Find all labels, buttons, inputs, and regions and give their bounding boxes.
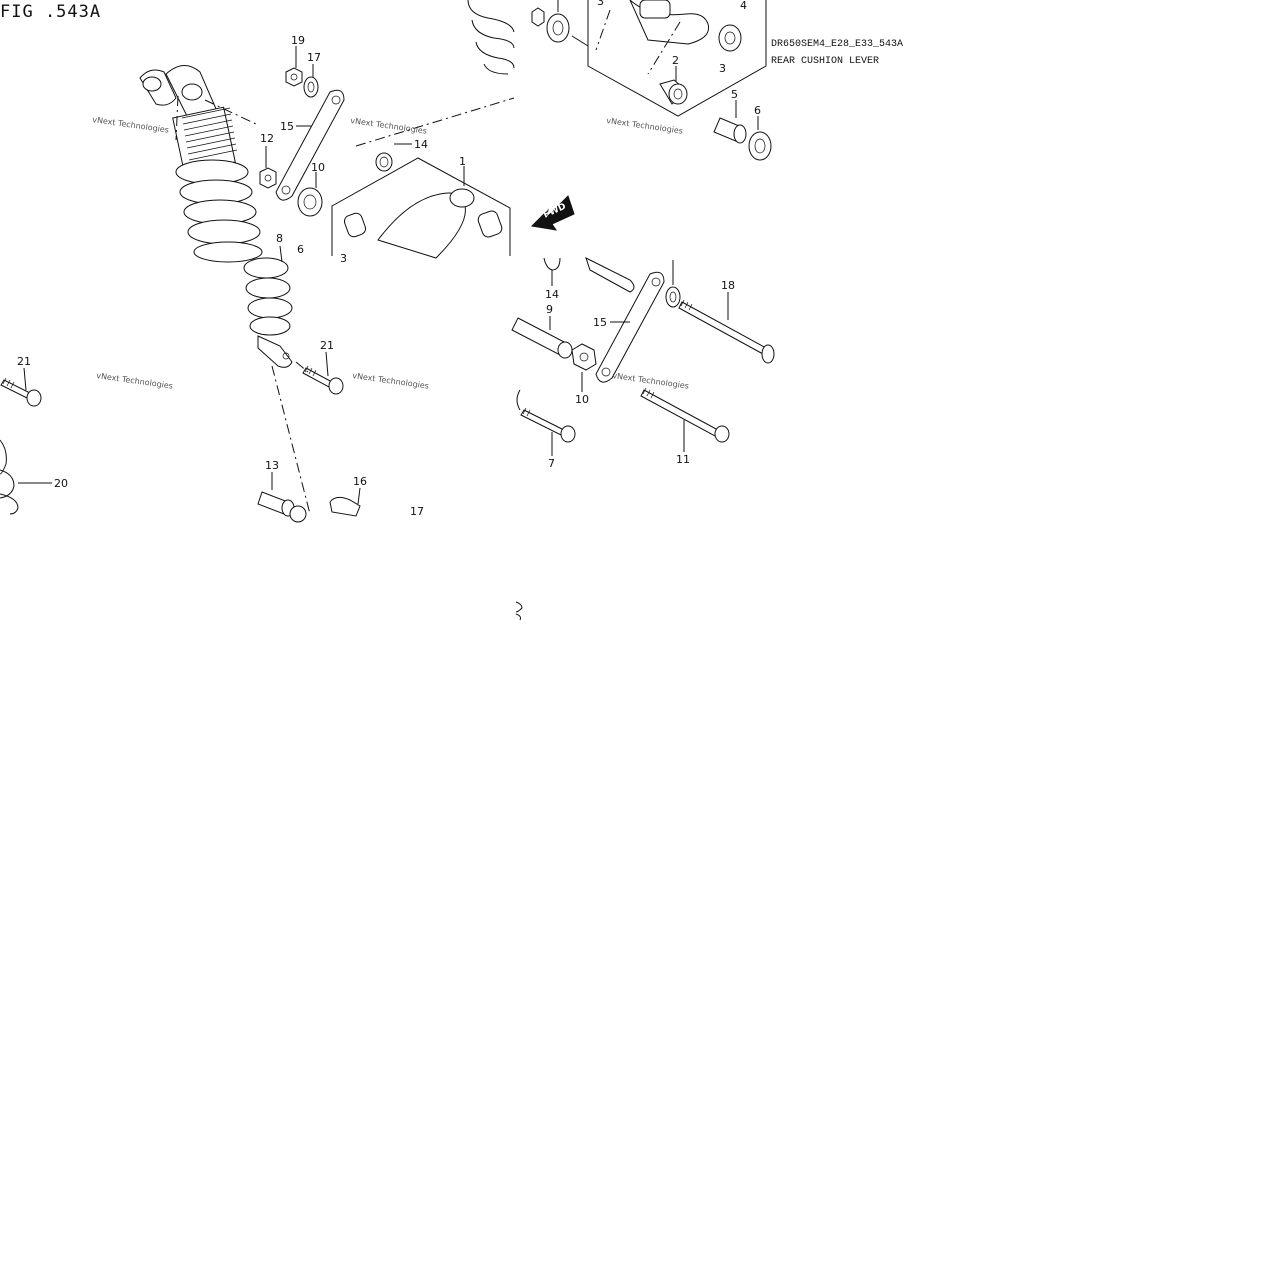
callout-18: 18 — [721, 279, 735, 292]
tile-middle-center: 8 6 21 13 16 17 vNext Technologies — [243, 232, 430, 523]
bush-2 — [659, 79, 688, 105]
tile-middle-left: 21 20 vNext Technologies — [0, 355, 174, 515]
callout-13: 13 — [265, 459, 279, 472]
callout-8: 8 — [276, 232, 283, 245]
spacer-13 — [257, 491, 307, 523]
callout-11: 11 — [676, 453, 690, 466]
washer-17 — [303, 76, 319, 98]
pipe-9 — [511, 317, 573, 359]
stray-fragment — [515, 601, 523, 621]
callout-5: 5 — [731, 88, 738, 101]
figure-title: FIG .543A — [0, 2, 101, 22]
callout-3b: 3 — [597, 0, 604, 8]
washer-6 — [748, 131, 772, 161]
shock-spring-coils — [175, 159, 263, 263]
section-title: REAR CUSHION LEVER — [771, 56, 879, 67]
callout-17b: 17 — [410, 505, 424, 518]
watermark: vNext Technologies — [606, 116, 684, 136]
bolt-11 — [640, 387, 730, 443]
cushion-rod-15-lower — [595, 271, 665, 383]
callout-21b: 21 — [320, 339, 334, 352]
callout-2: 2 — [672, 54, 679, 67]
washer-top — [531, 7, 545, 27]
tile-middle-right: 14 9 10 15 — [511, 257, 775, 470]
tile-top-right: 3 4 3 2 5 6 FWD — [467, 0, 772, 231]
shock-axis-line — [204, 99, 257, 125]
nut-12 — [259, 167, 277, 189]
callout-3c: 3 — [719, 62, 726, 75]
reference-code: DR650SEM4_E28_E33_543A — [771, 39, 903, 50]
nut-19 — [285, 67, 303, 87]
callout-6a: 6 — [297, 243, 304, 256]
callout-15b: 15 — [593, 316, 607, 329]
bush-top — [546, 13, 570, 43]
watermark: vNext Technologies — [350, 116, 428, 136]
callout-7: 7 — [548, 457, 555, 470]
shock-inner-threads — [181, 107, 238, 161]
spring-20 — [0, 439, 19, 515]
callout-14: 14 — [414, 138, 428, 151]
callout-6: 6 — [754, 104, 761, 117]
bolt-21-left — [0, 377, 42, 407]
callout-12: 12 — [260, 132, 274, 145]
rear-shock-absorber — [139, 65, 263, 263]
spacer-16 — [329, 496, 361, 517]
callout-16: 16 — [353, 475, 367, 488]
bush-14-lower — [543, 257, 561, 271]
callout-15: 15 — [280, 120, 294, 133]
tile-top-left: 19 17 15 12 10 — [92, 34, 515, 265]
shock-lower-spring — [243, 257, 293, 368]
bush-3 — [718, 24, 742, 52]
cushion-lever-box — [587, 0, 767, 117]
forward-arrow-icon: FWD — [530, 195, 575, 231]
callout-21a: 21 — [17, 355, 31, 368]
watermark: vNext Technologies — [612, 371, 690, 391]
washer-17-lower — [665, 286, 681, 308]
watermark: vNext Technologies — [92, 115, 170, 135]
center-axis-line — [271, 365, 311, 515]
cushion-rod-15 — [275, 89, 345, 201]
cushion-lever-1 — [331, 157, 511, 259]
callout-9: 9 — [546, 303, 553, 316]
callout-10: 10 — [311, 161, 325, 174]
callout-10b: 10 — [575, 393, 589, 406]
washer-10 — [297, 187, 323, 217]
bolt-7 — [520, 407, 576, 443]
watermark: vNext Technologies — [352, 371, 430, 391]
spacer-5 — [713, 117, 747, 144]
bolt-18 — [678, 299, 775, 364]
callout-14b: 14 — [545, 288, 559, 301]
washer-10-lower — [571, 343, 597, 371]
callout-3a: 3 — [340, 252, 347, 265]
callout-1: 1 — [459, 155, 466, 168]
callout-17: 17 — [307, 51, 321, 64]
watermark: vNext Technologies — [96, 371, 174, 391]
bolt-21 — [302, 365, 344, 395]
callout-4: 4 — [740, 0, 747, 12]
callout-20: 20 — [54, 477, 68, 490]
callout-19: 19 — [291, 34, 305, 47]
bush-14 — [375, 152, 393, 172]
